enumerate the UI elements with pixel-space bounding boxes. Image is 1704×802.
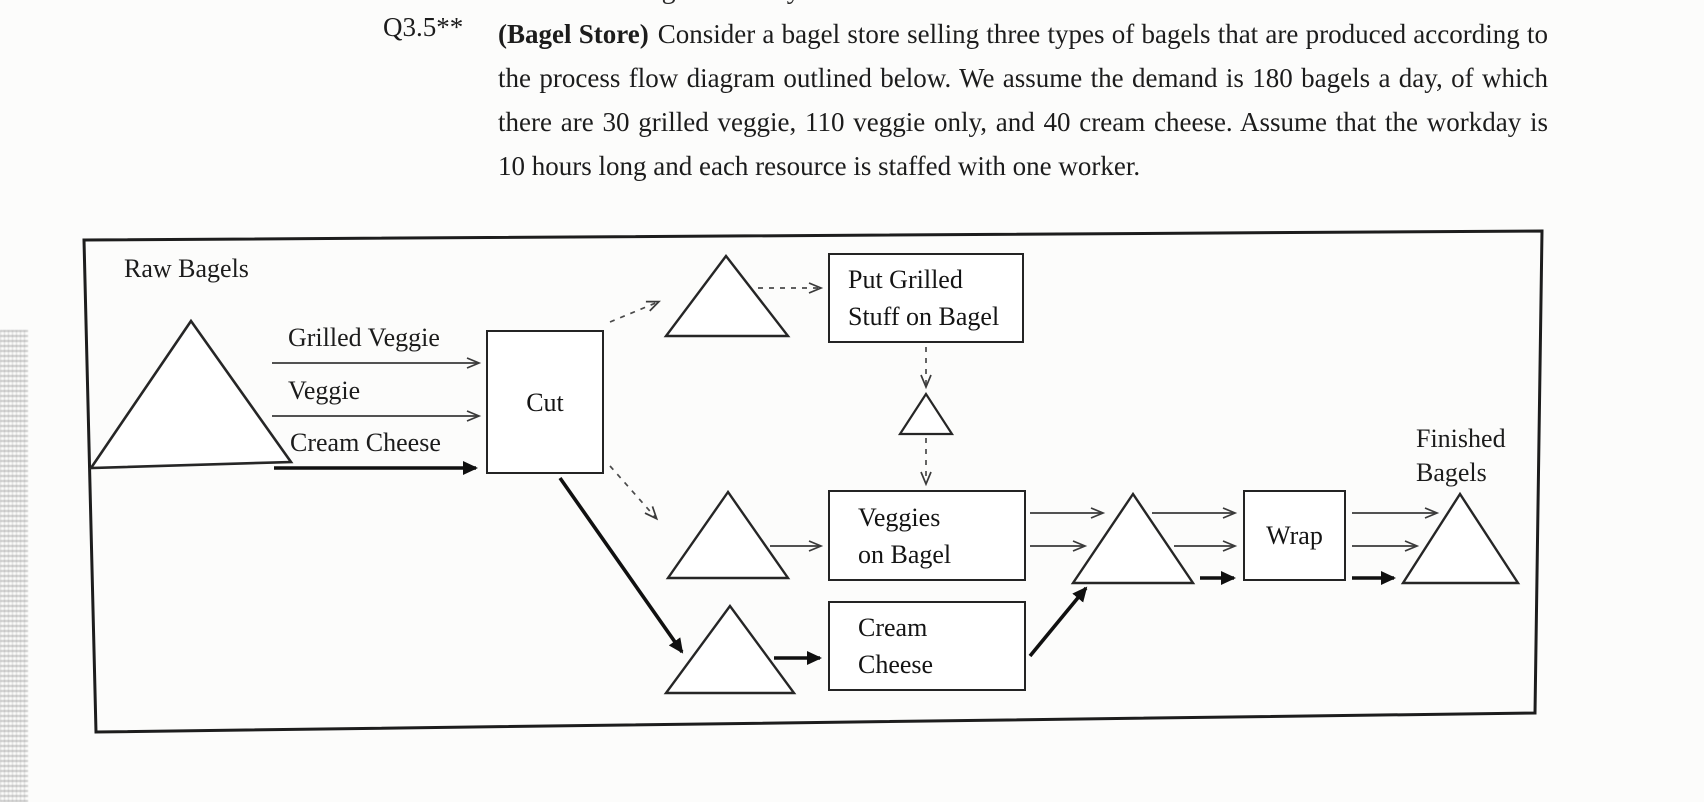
- veggie-buffer-triangle: [665, 489, 791, 580]
- top-text-fragment-text: time changes on a day.: [552, 0, 852, 6]
- arrow-cream-to-buffer: [1028, 586, 1088, 658]
- question-number: Q3.5**: [383, 12, 464, 42]
- flow-diagram-canvas: [82, 229, 1544, 734]
- put-grilled-label-line1: Put Grilled: [848, 265, 963, 294]
- wrap-box: Wrap: [1243, 490, 1346, 581]
- cream-cheese-box: Cream Cheese: [828, 601, 1026, 691]
- put-grilled-box: Put Grilled Stuff on Bagel: [828, 253, 1024, 343]
- veggies-label-line2: on Bagel: [858, 539, 952, 569]
- question-text: (Bagel Store)Consider a bagel store sell…: [498, 12, 1548, 188]
- finished-bagels-label-line1: Finished: [1416, 424, 1506, 453]
- grilled-wip-triangle: [897, 391, 955, 436]
- raw-bagels-label: Raw Bagels: [124, 254, 249, 283]
- veggies-label-line1: Veggies: [858, 502, 941, 532]
- raw-bagels-inventory-triangle: [88, 318, 294, 470]
- flow-diagram: Raw Bagels Grilled Veggie Veggie Cream C…: [76, 226, 1550, 738]
- veggie-label: Veggie: [288, 376, 361, 405]
- veggies-on-bagel-box: Veggies on Bagel: [828, 490, 1026, 581]
- scan-noise-strip: [0, 330, 28, 802]
- cream-buffer-triangle: [663, 603, 797, 695]
- grilled-buffer-triangle: [663, 254, 791, 338]
- finished-bagels-triangle: [1400, 491, 1521, 585]
- question-lead: (Bagel Store): [498, 19, 649, 49]
- diagram-frame: [82, 229, 1544, 734]
- assembly-buffer-triangle: [1070, 491, 1196, 585]
- top-text-fragment: time changes on a day.: [552, 0, 852, 9]
- arrow-cut-to-veggie-buffer: [609, 465, 659, 521]
- cream-label-line1: Cream: [858, 613, 928, 642]
- cream-cheese-label: Cream Cheese: [290, 428, 441, 457]
- cream-label-line2: Cheese: [858, 650, 934, 679]
- cut-label: Cut: [526, 387, 564, 417]
- question-body: Consider a bagel store selling three typ…: [498, 19, 1548, 181]
- arrow-cut-to-cream-buffer: [558, 476, 684, 654]
- grilled-veggie-label: Grilled Veggie: [288, 323, 440, 352]
- cut-box: Cut: [486, 330, 604, 474]
- arrow-cut-to-grilled-buffer: [609, 300, 661, 323]
- finished-bagels-label: Finished Bagels: [1416, 422, 1506, 490]
- finished-bagels-label-line2: Bagels: [1416, 458, 1487, 487]
- put-grilled-label-line2: Stuff on Bagel: [848, 302, 1000, 331]
- wrap-label: Wrap: [1266, 521, 1323, 550]
